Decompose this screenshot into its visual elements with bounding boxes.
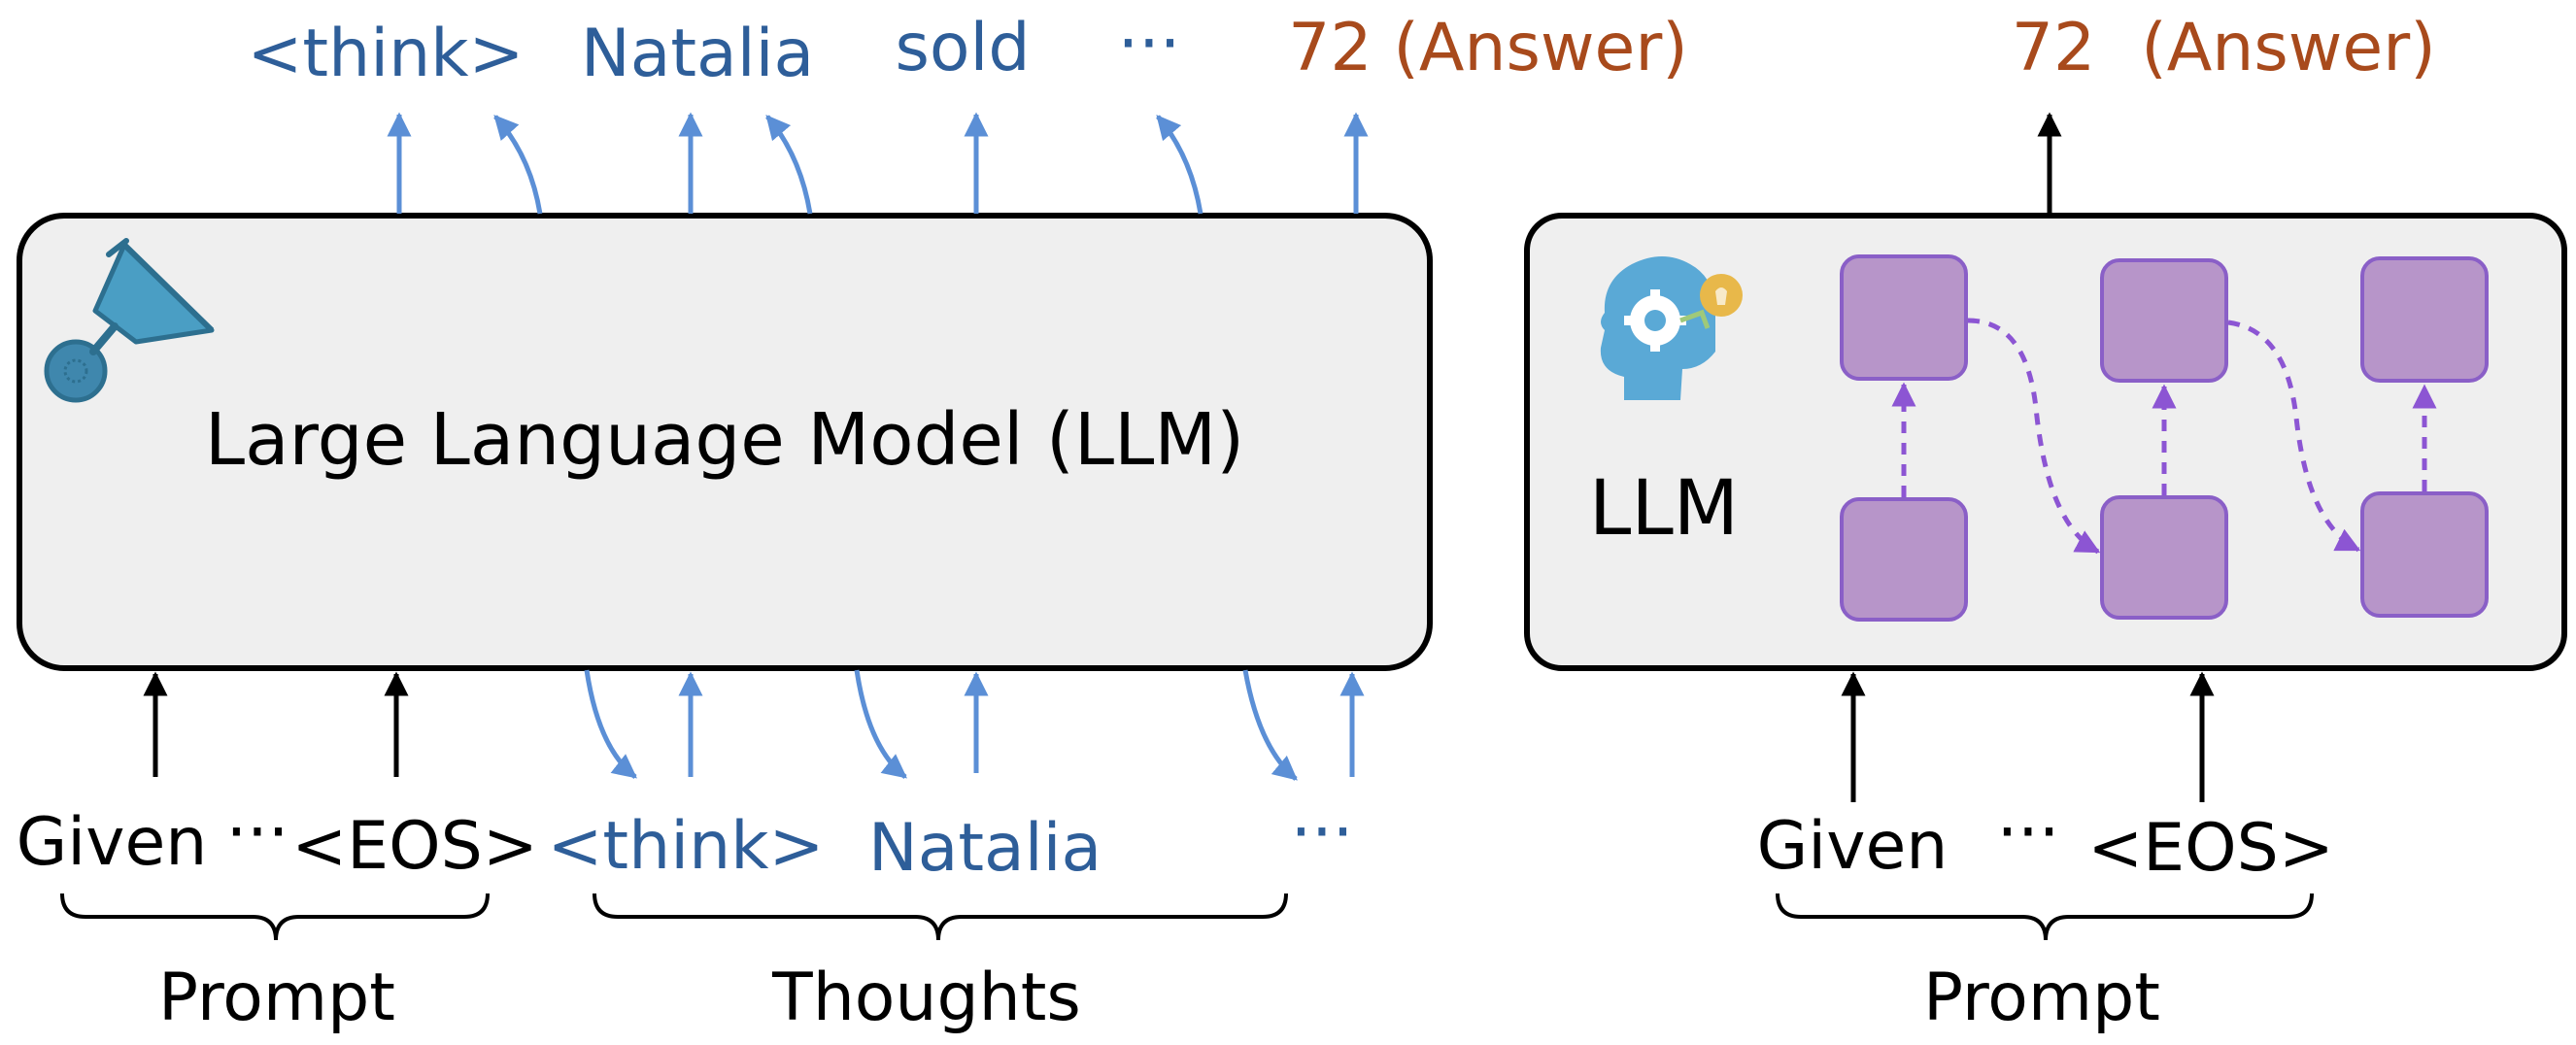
prompt-brace-right <box>1776 893 2314 941</box>
latent-nodes <box>1840 254 2489 622</box>
llm-box-right <box>1524 213 2567 671</box>
latent-node <box>2360 491 2489 618</box>
right-panel: LLM 72 (Answer) Giv <box>1524 10 2567 1036</box>
llm-title: Large Language Model (LLM) <box>205 398 1244 482</box>
prompt-token-ellipsis-right: ··· <box>1997 794 2060 871</box>
output-arrows-curved <box>493 115 1203 215</box>
prompt-label: Prompt <box>158 960 395 1036</box>
output-token-answer: 72 (Answer) <box>1288 10 1688 86</box>
thought-feedback-arrows <box>584 669 1298 781</box>
prompt-token-given: Given <box>17 804 208 881</box>
funnel-icon <box>44 238 215 403</box>
latent-node <box>2100 495 2228 620</box>
prompt-token-given-right: Given <box>1757 808 1949 885</box>
llm-box <box>17 213 1433 671</box>
latent-dashed-arrows <box>1891 318 2437 555</box>
output-tokens: <think> Natalia sold ··· 72 (Answer) <box>247 6 1687 92</box>
thought-input-arrows <box>678 671 1365 777</box>
prompt-token-eos: <EOS> <box>291 808 538 885</box>
llm-title-right: LLM <box>1589 465 1739 553</box>
input-tokens: Given ··· <EOS> <think> Natalia ··· <box>17 794 1354 887</box>
thought-token-ellipsis: ··· <box>1291 794 1354 871</box>
output-answer-tag: (Answer) <box>2141 10 2436 86</box>
thoughts-label: Thoughts <box>771 960 1081 1036</box>
latent-node <box>1840 254 1968 381</box>
prompt-brace <box>60 893 490 941</box>
output-token-72: 72 <box>2012 10 2096 86</box>
prompt-input-arrows-right <box>1841 671 2215 802</box>
latent-node <box>2360 256 2489 383</box>
input-tokens-right: Given ··· <EOS> <box>1757 794 2334 887</box>
latent-node <box>1840 497 1968 622</box>
output-token-sold: sold <box>895 10 1030 86</box>
prompt-input-arrows <box>143 671 409 777</box>
output-arrows-straight <box>387 112 1369 214</box>
latent-node <box>2100 258 2228 383</box>
output-token-ellipsis: ··· <box>1118 6 1181 83</box>
left-panel: Large Language Model (LLM) <think> Natal… <box>17 6 1688 1036</box>
thought-token-think: <think> <box>547 808 824 885</box>
prompt-token-eos-right: <EOS> <box>2087 810 2334 887</box>
head-gear-lightbulb-icon <box>1600 256 1743 400</box>
thought-token-natalia: Natalia <box>868 810 1102 887</box>
output-token-think: <think> <box>247 16 524 92</box>
prompt-token-ellipsis: ··· <box>226 794 289 871</box>
prompt-label-right: Prompt <box>1923 960 2160 1036</box>
thoughts-brace <box>593 893 1288 941</box>
output-token-natalia: Natalia <box>581 16 814 92</box>
